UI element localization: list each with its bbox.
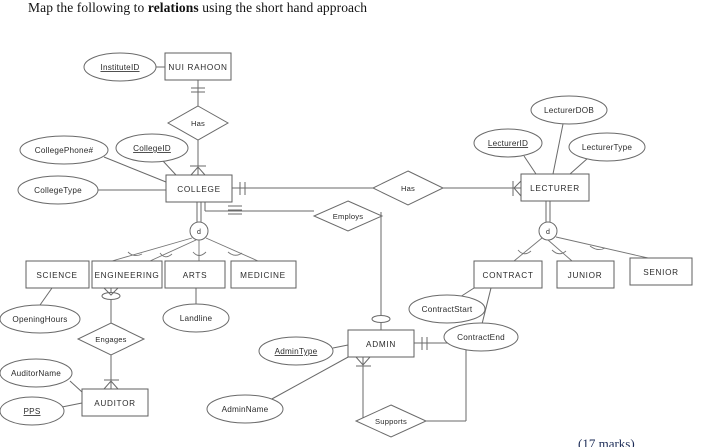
entity-engineering[interactable]: ENGINEERING [91, 260, 163, 289]
attribute-contractstart[interactable]: ContractStart [408, 294, 486, 324]
relationship-has-lecturer[interactable]: Has [371, 170, 445, 206]
entity-boxes: NUI RAHOON COLLEGE SCIENCE ENGINEERING A… [25, 52, 693, 417]
entity-science[interactable]: SCIENCE [25, 260, 90, 289]
attribute-ellipses: InstituteID CollegePhone# CollegeID Coll… [0, 52, 646, 426]
page-title: Map the following to relations using the… [28, 0, 367, 16]
entity-admin[interactable]: ADMIN [347, 329, 415, 358]
entity-label: LECTURER [530, 184, 580, 193]
entity-label: AUDITOR [94, 399, 136, 408]
specialization-college-disjoint[interactable]: d [189, 221, 209, 241]
entity-arts[interactable]: ARTS [164, 260, 226, 289]
disjoint-marker-label: d [197, 229, 201, 236]
attribute-label: ContractEnd [457, 333, 505, 342]
attribute-label: PPS [24, 407, 41, 416]
entity-nui-rahoon[interactable]: NUI RAHOON [164, 52, 232, 81]
entity-junior[interactable]: JUNIOR [556, 260, 615, 289]
relationship-label: Has [401, 184, 415, 193]
entity-contract[interactable]: CONTRACT [473, 260, 543, 289]
prompt-prefix: Map the following to [28, 0, 148, 15]
relationship-label: Engages [95, 335, 126, 344]
attribute-openinghours[interactable]: OpeningHours [0, 304, 81, 334]
attribute-auditorname[interactable]: AuditorName [0, 358, 73, 388]
entity-lecturer[interactable]: LECTURER [520, 173, 590, 202]
attribute-label: LecturerID [488, 139, 528, 148]
relationship-employs[interactable]: Employs [312, 200, 384, 232]
attribute-admintype[interactable]: AdminType [258, 336, 334, 366]
entity-label: ARTS [183, 271, 208, 280]
attribute-label: InstituteID [100, 63, 139, 72]
entity-college[interactable]: COLLEGE [165, 174, 233, 203]
entity-label: CONTRACT [482, 271, 533, 280]
attribute-collegephone[interactable]: CollegePhone# [19, 135, 109, 165]
attribute-adminname[interactable]: AdminName [206, 394, 284, 424]
disjoint-marker-label: d [546, 229, 550, 236]
relationship-diamonds: Has Has Employs Engages Supports [76, 105, 445, 438]
entity-label: ADMIN [366, 340, 396, 349]
relationship-label: Employs [333, 212, 364, 221]
prompt-bold: relations [147, 0, 199, 15]
specialization-circles: d d [189, 221, 558, 241]
relationship-supports[interactable]: Supports [354, 404, 428, 438]
attribute-label: LecturerDOB [544, 106, 594, 115]
attribute-label: Landline [180, 314, 213, 323]
attribute-collegeid[interactable]: CollegeID [115, 133, 189, 163]
attribute-contractend[interactable]: ContractEnd [443, 322, 519, 352]
attribute-lecturertype[interactable]: LecturerType [568, 132, 646, 162]
attribute-instituteid[interactable]: InstituteID [83, 52, 157, 82]
entity-medicine[interactable]: MEDICINE [230, 260, 297, 289]
relationship-has-college[interactable]: Has [166, 105, 230, 141]
attribute-label: LecturerType [582, 143, 632, 152]
attribute-label: ContractStart [422, 305, 473, 314]
entity-label: SENIOR [643, 268, 679, 277]
specialization-lecturer-disjoint[interactable]: d [538, 221, 558, 241]
attribute-label: CollegeID [133, 144, 171, 153]
entity-label: NUI RAHOON [168, 63, 227, 72]
attribute-label: CollegePhone# [35, 146, 94, 155]
attribute-label: CollegeType [34, 186, 82, 195]
entity-label: JUNIOR [568, 271, 603, 280]
relationship-label: Has [191, 119, 205, 128]
prompt-suffix: using the short hand approach [198, 0, 368, 15]
entity-senior[interactable]: SENIOR [629, 257, 693, 286]
entity-label: SCIENCE [36, 271, 77, 280]
attribute-label: AuditorName [11, 369, 61, 378]
attribute-pps[interactable]: PPS [0, 396, 65, 426]
marks-footnote: (17 marks) [578, 436, 635, 447]
attribute-landline[interactable]: Landline [162, 303, 230, 333]
attribute-label: AdminName [222, 405, 269, 414]
attribute-label: AdminType [275, 347, 318, 356]
entity-label: COLLEGE [177, 185, 221, 194]
attribute-lecturerid[interactable]: LecturerID [473, 128, 543, 158]
attribute-collegetype[interactable]: CollegeType [17, 175, 99, 205]
attribute-label: OpeningHours [12, 315, 67, 324]
entity-label: ENGINEERING [94, 271, 159, 280]
relationship-label: Supports [375, 417, 407, 426]
attribute-lecturerdob[interactable]: LecturerDOB [530, 95, 608, 125]
entity-auditor[interactable]: AUDITOR [81, 388, 149, 417]
entity-label: MEDICINE [240, 271, 286, 280]
relationship-engages[interactable]: Engages [76, 322, 146, 356]
